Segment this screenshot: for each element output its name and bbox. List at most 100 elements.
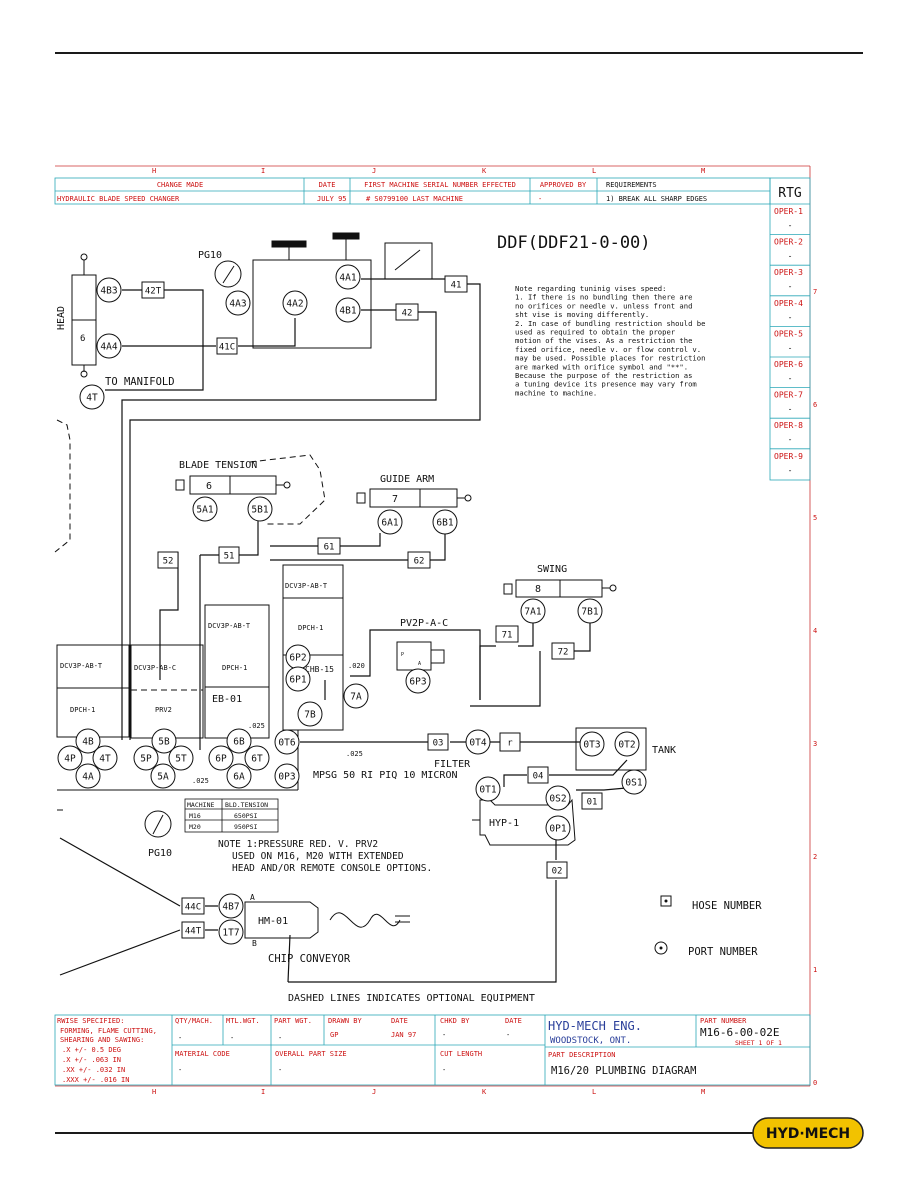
port-6b1: 6B1 — [432, 509, 458, 535]
grid-letter: K — [482, 167, 487, 175]
port-0t2: 0T2 — [614, 731, 640, 757]
field-value: - — [442, 1031, 446, 1039]
rev-cell: HYDRAULIC BLADE SPEED CHANGER — [57, 195, 180, 203]
note-line: a tuning device its presence may vary fr… — [515, 380, 697, 389]
hose-71: 71 — [495, 625, 519, 643]
grid-number: 2 — [813, 853, 817, 861]
revision-table: CHANGE MADE DATE FIRST MACHINE SERIAL NU… — [54, 177, 771, 205]
hose-42t: 42T — [141, 281, 165, 299]
hose-01: 01 — [581, 792, 603, 810]
legend-hose: HOSE NUMBER — [692, 900, 762, 912]
port-5b1: 5B1 — [247, 496, 273, 522]
manifold-label: EB-01 — [212, 694, 242, 705]
tension-table: MACHINE BLD.TENSION M16 650PSI M20 950PS… — [184, 798, 279, 833]
hydraulic-motor — [244, 901, 410, 939]
table-header: MACHINE — [187, 801, 214, 809]
svg-text:4A3: 4A3 — [229, 299, 246, 310]
orifice-label: .020 — [348, 662, 365, 670]
note-line: are marked with orifice symbol and "**". — [515, 362, 688, 371]
dashed-lines-note: DASHED LINES INDICATES OPTIONAL EQUIPMEN… — [288, 993, 535, 1004]
port-4b3: 4B3 — [96, 277, 122, 303]
field-value: - — [278, 1034, 282, 1042]
hose-03: 03 — [427, 733, 449, 751]
port-7b: 7B — [297, 701, 323, 727]
svg-text:42T: 42T — [145, 287, 162, 297]
grid-letter: J — [372, 167, 376, 175]
table-cell: 650PSI — [234, 812, 258, 820]
rtg-item: OPER-4 — [774, 299, 803, 308]
port-6p2: 6P2 — [285, 644, 311, 670]
port-0s1: 0S1 — [621, 769, 647, 795]
tolerance-line: FORMING, FLAME CUTTING, — [60, 1027, 157, 1035]
svg-text:03: 03 — [433, 739, 444, 749]
tuning-note: Note regarding tuninig vises speed:1. If… — [515, 284, 705, 397]
field-value: - — [278, 1066, 282, 1074]
tank — [575, 727, 647, 771]
hose-42: 42 — [395, 303, 419, 321]
svg-text:0T4: 0T4 — [469, 738, 486, 749]
port-7b1: 7B1 — [577, 598, 603, 624]
field-label: PART WGT. — [274, 1017, 312, 1025]
rev-cell: 1) BREAK ALL SHARP EDGES — [606, 195, 707, 203]
svg-text:7B1: 7B1 — [581, 607, 598, 618]
port-1t7: 1T7 — [218, 919, 244, 945]
svg-text:5P: 5P — [140, 754, 152, 765]
pv2p-label: PV2P-A-C — [400, 618, 448, 629]
table-cell: 950PSI — [234, 823, 258, 831]
field-label: DATE — [391, 1017, 408, 1025]
svg-text:04: 04 — [533, 772, 544, 782]
table-cell: M16 — [189, 812, 201, 820]
svg-text:01: 01 — [587, 798, 598, 808]
valve-label: DCV3P-AB-T — [285, 582, 328, 590]
svg-text:6P: 6P — [215, 754, 227, 765]
rtg-dash: - — [788, 221, 793, 230]
valve-label: DPCH-1 — [70, 706, 95, 714]
port-4p: 4P — [57, 745, 83, 771]
grid-number: 7 — [813, 288, 817, 296]
cylinder-number: 8 — [535, 584, 541, 595]
hose-52: 52 — [157, 551, 179, 569]
filter-spec: MPSG 50 RI PIQ 10 MICRON — [313, 770, 458, 781]
port-4a3: 4A3 — [225, 290, 251, 316]
svg-text:61: 61 — [324, 543, 335, 553]
hose-51: 51 — [218, 546, 240, 564]
hyd-mech-logo: HYD·MECH — [752, 1117, 864, 1149]
field-value: - — [506, 1031, 510, 1039]
note-line: may be used. Possible places for restric… — [515, 354, 705, 363]
grid-number: 0 — [813, 1079, 817, 1087]
svg-text:6P1: 6P1 — [289, 675, 306, 686]
svg-text:71: 71 — [502, 631, 513, 641]
note-line: 1. If there is no bundling then there ar… — [515, 293, 692, 302]
title-block: RWISE SPECIFIED: FORMING, FLAME CUTTING,… — [54, 1014, 811, 1086]
note-line: HEAD AND/OR REMOTE CONSOLE OPTIONS. — [232, 863, 432, 874]
field-label: DATE — [505, 1017, 522, 1025]
chip-conveyor-label: CHIP CONVEYOR — [268, 953, 351, 965]
valve-label: DCV3P-AB-T — [60, 662, 103, 670]
port-0t3: 0T3 — [579, 731, 605, 757]
port-5p: 5P — [133, 745, 159, 771]
svg-text:5B: 5B — [158, 737, 170, 748]
field-value: - — [230, 1034, 234, 1042]
legend: HOSE NUMBER PORT NUMBER — [654, 895, 762, 958]
rev-header: REQUIREMENTS — [606, 181, 657, 189]
rtg-dash: - — [788, 252, 793, 261]
bottom-rule — [55, 1132, 863, 1134]
svg-text:5T: 5T — [175, 754, 187, 765]
grid-letter: L — [592, 1088, 596, 1096]
hose-44c: 44C — [181, 897, 205, 915]
valve-label: DCV3P-AB-T — [208, 622, 251, 630]
field-label: MTL.WGT. — [226, 1017, 260, 1025]
pressure-gauge — [214, 260, 242, 288]
note-line: USED ON M16, M20 WITH EXTENDED — [232, 851, 404, 862]
swing-cylinder — [503, 579, 617, 598]
cylinder-number: 7 — [392, 494, 398, 505]
port-4a1: 4A1 — [335, 264, 361, 290]
svg-text:62: 62 — [414, 557, 425, 567]
tolerance-line: .X +/- .063 IN — [62, 1056, 121, 1064]
tolerance-line: .XX +/- .032 IN — [62, 1066, 125, 1074]
svg-text:4B3: 4B3 — [100, 286, 117, 297]
grid-number: 1 — [813, 966, 817, 974]
pressure-gauge — [144, 810, 172, 838]
